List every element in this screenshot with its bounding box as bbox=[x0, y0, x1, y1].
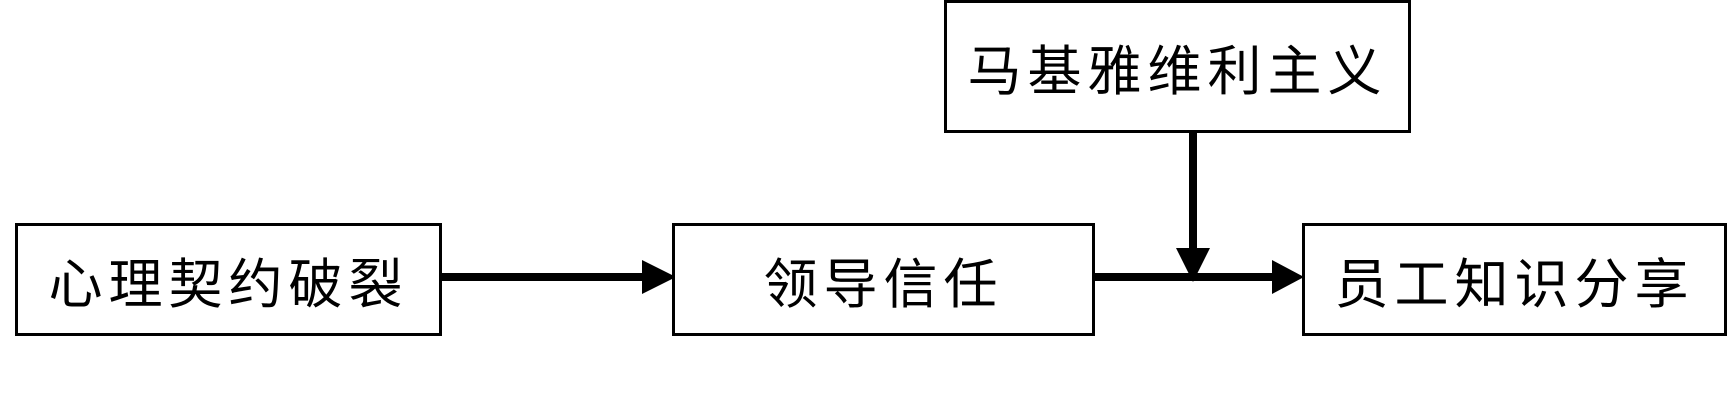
node-label: 心理契约破裂 bbox=[48, 253, 409, 316]
node-psychological-contract-breach: 心理契约破裂 bbox=[15, 223, 442, 336]
arrowhead-mach-to-path bbox=[1176, 248, 1210, 282]
node-employee-knowledge-sharing: 员工知识分享 bbox=[1302, 223, 1727, 336]
node-label: 员工知识分享 bbox=[1334, 253, 1695, 316]
node-leader-trust: 领导信任 bbox=[672, 223, 1095, 336]
arrowhead-breach-to-trust bbox=[642, 260, 676, 294]
node-machiavellianism: 马基雅维利主义 bbox=[944, 0, 1411, 133]
node-label: 马基雅维利主义 bbox=[967, 40, 1388, 103]
arrowhead-trust-to-share bbox=[1272, 260, 1304, 294]
node-label: 领导信任 bbox=[763, 253, 1004, 316]
